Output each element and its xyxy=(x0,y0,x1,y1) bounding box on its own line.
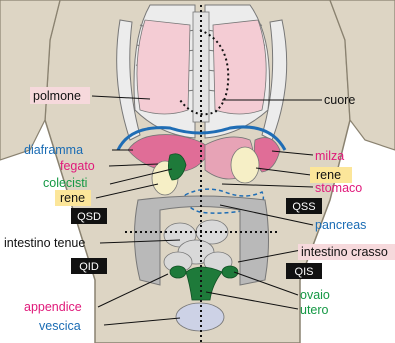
label-vescica: vescica xyxy=(39,319,81,333)
label-ovaio: ovaio xyxy=(300,288,330,302)
label-pancreas: pancreas xyxy=(315,218,366,232)
label-cuore: cuore xyxy=(324,93,355,107)
quadrant-qss: QSS xyxy=(292,201,315,213)
quadrant-qis: QIS xyxy=(295,266,314,278)
kidney-right xyxy=(231,147,259,183)
label-polmone: polmone xyxy=(33,89,81,103)
quadrant-qid: QID xyxy=(79,261,99,273)
label-fegato: fegato xyxy=(60,159,95,173)
quadrant-qsd: QSD xyxy=(77,211,101,223)
label-colecisti: colecisti xyxy=(43,176,87,190)
label-appendice: appendice xyxy=(24,300,82,314)
label-milza: milza xyxy=(315,149,344,163)
label-utero: utero xyxy=(300,303,329,317)
label-diaframma: diaframma xyxy=(24,143,83,157)
label-intestino-crasso: intestino crasso xyxy=(301,245,388,259)
lung-left xyxy=(137,20,190,114)
label-intestino-tenue: intestino tenue xyxy=(4,236,85,250)
label-rene-left: rene xyxy=(60,191,85,205)
label-stomaco: stomaco xyxy=(315,181,362,195)
label-rene-right: rene xyxy=(316,168,341,182)
